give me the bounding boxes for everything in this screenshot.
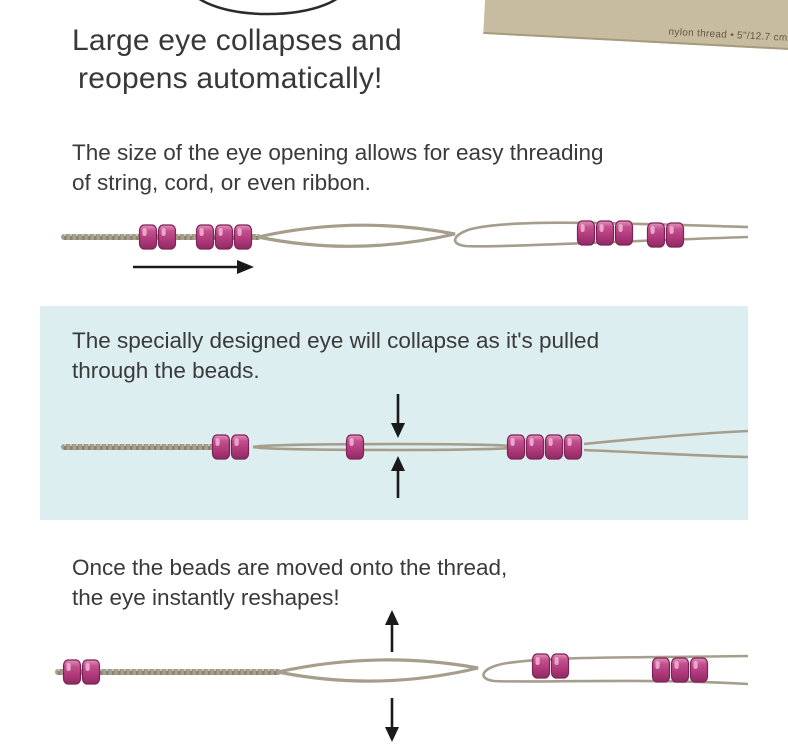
page-title: Large eye collapses and reopens automati… [72, 22, 402, 98]
section3-line2: the eye instantly reshapes! [72, 585, 340, 610]
bead [138, 224, 158, 250]
headline-line1: Large eye collapses and [72, 24, 402, 57]
up-arrow-icon [385, 610, 399, 652]
needle-wire [55, 669, 281, 675]
section1-line2: of string, cord, or even ribbon. [72, 170, 371, 195]
section1-caption: The size of the eye opening allows for e… [72, 138, 604, 198]
thread [453, 221, 749, 248]
headline-line2: reopens automatically! [78, 62, 383, 95]
bead [646, 222, 666, 248]
down-arrow-icon [385, 698, 399, 742]
highlight-box [40, 306, 748, 520]
illustration-threading [61, 220, 749, 274]
bead [670, 657, 690, 683]
needle-wire [61, 234, 261, 240]
bead [665, 222, 685, 248]
needle-eye [257, 223, 456, 248]
bead [576, 220, 596, 246]
bead [550, 653, 570, 679]
oval-outline [198, 0, 338, 16]
section2-line2: through the beads. [72, 358, 260, 383]
bead [689, 657, 709, 683]
bead [195, 224, 215, 250]
package-label: nylon thread • 5"/12.7 cm [483, 0, 788, 52]
bead [614, 220, 634, 246]
section2-line1: The specially designed eye will collapse… [72, 328, 600, 353]
package-label-text: nylon thread • 5"/12.7 cm [668, 26, 788, 44]
bead [233, 224, 253, 250]
bead [157, 224, 177, 250]
bead [81, 659, 101, 685]
bead [62, 659, 82, 685]
section3-caption: Once the beads are moved onto the thread… [72, 553, 507, 613]
section2-caption: The specially designed eye will collapse… [72, 326, 599, 386]
right-arrow-icon [133, 260, 254, 274]
illustration-reshape [55, 610, 749, 742]
bead [531, 653, 551, 679]
needle-eye [277, 658, 479, 683]
bead [651, 657, 671, 683]
section1-line1: The size of the eye opening allows for e… [72, 140, 604, 165]
thread [482, 654, 749, 686]
bead [214, 224, 234, 250]
bead [595, 220, 615, 246]
section3-line1: Once the beads are moved onto the thread… [72, 555, 508, 580]
